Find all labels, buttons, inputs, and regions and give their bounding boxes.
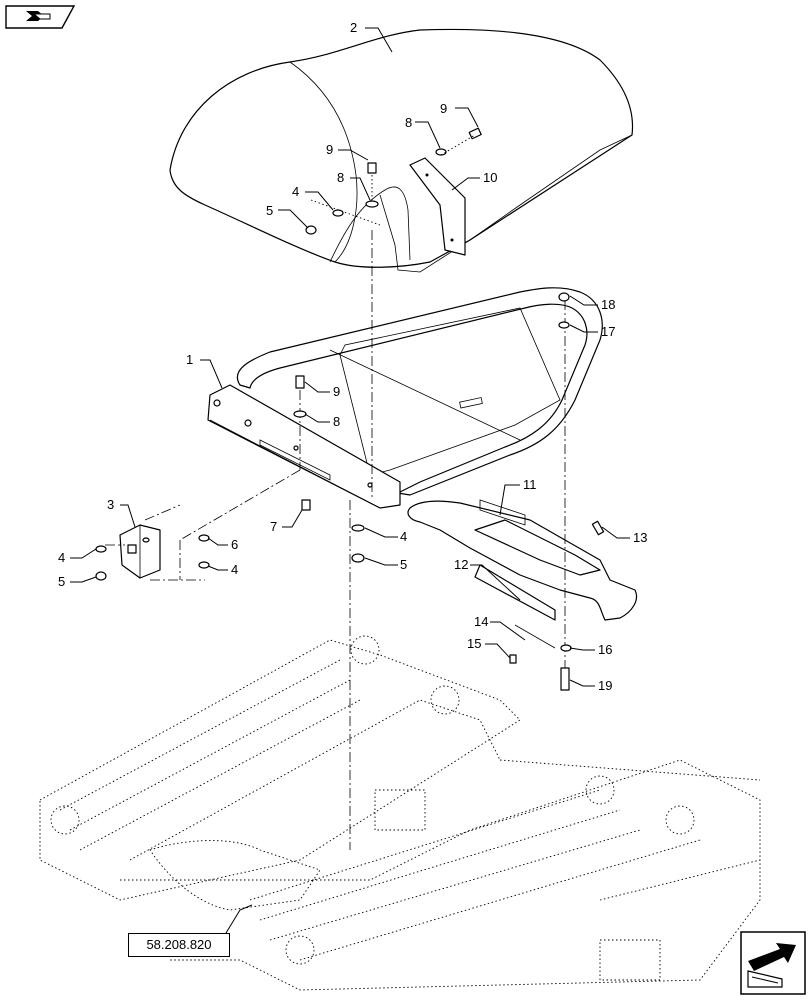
callout-4: 4 <box>292 184 299 199</box>
callout-6: 6 <box>231 537 238 552</box>
bracket-part <box>119 524 161 579</box>
cover-part <box>169 28 634 273</box>
callout-8: 8 <box>333 414 340 429</box>
callout-16: 16 <box>598 642 612 657</box>
callout-8: 8 <box>405 115 412 130</box>
callout-9: 9 <box>333 384 340 399</box>
callout-19: 19 <box>598 678 612 693</box>
callout-4: 4 <box>231 562 238 577</box>
callout-5: 5 <box>266 203 273 218</box>
callout-leaders <box>70 27 630 934</box>
callout-9: 9 <box>440 101 447 116</box>
callout-11: 11 <box>523 477 537 492</box>
callout-5: 5 <box>58 574 65 589</box>
assembly-lines <box>105 230 566 850</box>
callout-7: 7 <box>270 519 277 534</box>
support-plates <box>407 499 638 621</box>
machinery-context <box>39 635 761 991</box>
callout-4: 4 <box>400 529 407 544</box>
callout-15: 15 <box>467 636 481 651</box>
callout-3: 3 <box>107 497 114 512</box>
cover-hardware <box>305 127 482 235</box>
callout-13: 13 <box>633 530 647 545</box>
callout-17: 17 <box>601 324 615 339</box>
callout-1: 1 <box>186 352 193 367</box>
callout-labels: 2 9 8 9 8 4 5 10 1 18 17 9 8 3 7 4 5 4 5… <box>58 20 647 693</box>
previous-section-icon[interactable] <box>4 4 76 30</box>
callout-14: 14 <box>474 614 488 629</box>
callout-4: 4 <box>58 550 65 565</box>
next-page-arrow-icon[interactable] <box>740 931 806 995</box>
callout-9: 9 <box>326 142 333 157</box>
callout-5: 5 <box>400 557 407 572</box>
callout-18: 18 <box>601 297 615 312</box>
loose-hardware <box>95 292 605 691</box>
callout-10: 10 <box>483 170 497 185</box>
callout-12: 12 <box>454 557 468 572</box>
callout-8: 8 <box>337 170 344 185</box>
frame-part <box>207 287 603 509</box>
callout-2: 2 <box>350 20 357 35</box>
reference-link-58-208-820[interactable]: 58.208.820 <box>128 933 230 957</box>
